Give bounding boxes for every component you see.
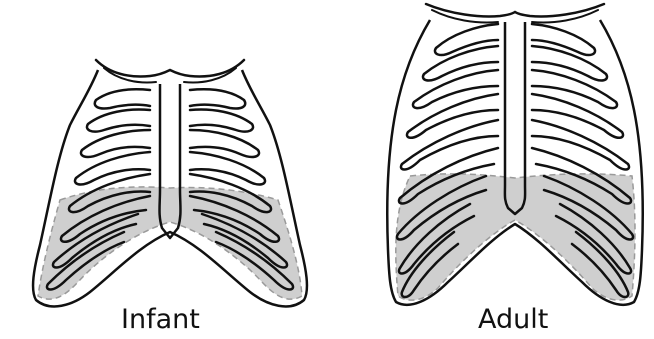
adult-shaded-region [396,174,635,300]
infant-label: Infant [121,306,200,333]
adult-clavicle [426,4,604,17]
infant-clavicle [96,60,244,76]
infant-rib-cage [33,60,307,306]
adult-rib-cage [387,4,642,305]
adult-label: Adult [478,306,548,333]
